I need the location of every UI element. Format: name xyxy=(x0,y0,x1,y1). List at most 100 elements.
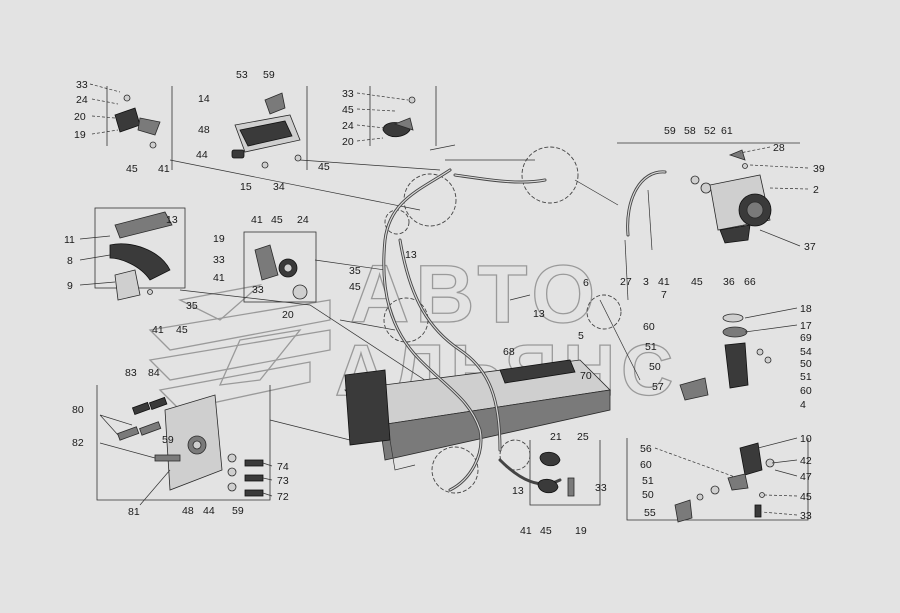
part-mount-plate xyxy=(117,394,264,497)
callout-label: 33 xyxy=(342,88,354,100)
part-clamp-topleft xyxy=(114,94,161,149)
callout-numbers: 33 24 20 19 45 41 53 59 14 48 44 15 34 4… xyxy=(64,69,825,537)
callout-label: 47 xyxy=(800,471,812,483)
callout-label: 44 xyxy=(196,149,208,161)
callout-label: 37 xyxy=(804,241,816,253)
group-brackets xyxy=(94,86,809,521)
callout-label: 45 xyxy=(342,104,354,116)
callout-label: 51 xyxy=(642,475,654,487)
part-mount-bracket xyxy=(231,92,302,169)
callout-label: 33 xyxy=(213,254,225,266)
callout-label: 59 xyxy=(664,125,676,137)
callout-label: 41 xyxy=(213,272,225,284)
callout-label: 51 xyxy=(800,371,812,383)
callout-label: 48 xyxy=(182,505,194,517)
detail-circles xyxy=(383,146,622,494)
callout-label: 51 xyxy=(645,341,657,353)
callout-label: 7 xyxy=(661,289,667,301)
part-pipe-clamp xyxy=(254,244,308,300)
callout-label: 45 xyxy=(349,281,361,293)
callout-label: 84 xyxy=(148,367,160,379)
callout-label: 13 xyxy=(166,214,178,226)
callout-label: 81 xyxy=(128,506,140,518)
callout-label: 60 xyxy=(640,459,652,471)
callout-label: 10 xyxy=(800,433,812,445)
callout-label: 6 xyxy=(583,277,589,289)
callout-label: 59 xyxy=(263,69,275,81)
callout-label: 8 xyxy=(67,255,73,267)
bracket-top-mid xyxy=(171,86,308,170)
callout-label: 50 xyxy=(649,361,661,373)
bracket-bottom-right xyxy=(626,438,809,521)
callout-label: 19 xyxy=(74,129,86,141)
callout-label: 39 xyxy=(813,163,825,175)
box-clamp-parts xyxy=(243,231,317,303)
callout-label: 44 xyxy=(203,505,215,517)
callout-label: 28 xyxy=(773,142,785,154)
callout-label: 13 xyxy=(533,308,545,320)
callout-label: 60 xyxy=(643,321,655,333)
callout-label: 36 xyxy=(723,276,735,288)
callout-label: 24 xyxy=(342,120,354,132)
callout-label: 41 xyxy=(658,276,670,288)
callout-label: 73 xyxy=(277,475,289,487)
callout-label: 33 xyxy=(252,284,264,296)
callout-label: 24 xyxy=(76,94,88,106)
callout-label: 19 xyxy=(575,525,587,537)
callout-label: 66 xyxy=(744,276,756,288)
callout-label: 45 xyxy=(540,525,552,537)
part-heater-unit xyxy=(626,149,772,244)
callout-label: 72 xyxy=(277,491,289,503)
callout-label: 33 xyxy=(76,79,88,91)
callout-label: 35 xyxy=(186,300,198,312)
callout-label: 35 xyxy=(349,265,361,277)
callout-label: 41 xyxy=(152,324,164,336)
watermark-logo xyxy=(148,283,331,411)
part-clip-topbox xyxy=(382,96,416,138)
callout-label: 45 xyxy=(800,491,812,503)
callout-label: 9 xyxy=(67,280,73,292)
callout-label: 4 xyxy=(800,399,806,411)
callout-label: 42 xyxy=(800,455,812,467)
callout-label: 60 xyxy=(800,385,812,397)
callout-label: 58 xyxy=(684,125,696,137)
callout-label: 24 xyxy=(297,214,309,226)
callout-label: 55 xyxy=(644,507,656,519)
callout-label: 45 xyxy=(318,161,330,173)
callout-label: 33 xyxy=(595,482,607,494)
callout-label: 41 xyxy=(520,525,532,537)
watermark-line1: АВТО xyxy=(350,249,601,340)
part-valve-assembly xyxy=(679,313,772,401)
callout-label: 20 xyxy=(342,136,354,148)
callout-label: 45 xyxy=(176,324,188,336)
leader-lines xyxy=(169,144,746,441)
callout-label: 61 xyxy=(721,125,733,137)
callout-label: 13 xyxy=(405,249,417,261)
callout-label: 56 xyxy=(640,443,652,455)
callout-label: 50 xyxy=(800,358,812,370)
callout-label: 59 xyxy=(162,434,174,446)
callout-label: 14 xyxy=(198,93,210,105)
bracket-bottom-mid xyxy=(529,440,601,506)
callout-label: 53 xyxy=(236,69,248,81)
callout-label: 17 xyxy=(800,320,812,332)
callout-label: 83 xyxy=(125,367,137,379)
callout-label: 25 xyxy=(577,431,589,443)
callout-label: 15 xyxy=(240,181,252,193)
callout-label: 59 xyxy=(232,505,244,517)
box-left-parts xyxy=(94,207,186,289)
bracket-bottom-left xyxy=(96,385,271,501)
callout-label: 20 xyxy=(74,111,86,123)
callout-label: 50 xyxy=(642,489,654,501)
callout-label: 13 xyxy=(512,485,524,497)
callout-label: 68 xyxy=(503,346,515,358)
callout-label: 34 xyxy=(273,181,285,193)
callout-label: 54 xyxy=(800,346,812,358)
part-bottom-clamp xyxy=(537,451,575,497)
callout-label: 41 xyxy=(251,214,263,226)
callout-label: 18 xyxy=(800,303,812,315)
callout-label: 45 xyxy=(271,214,283,226)
callout-label: 5 xyxy=(578,330,584,342)
